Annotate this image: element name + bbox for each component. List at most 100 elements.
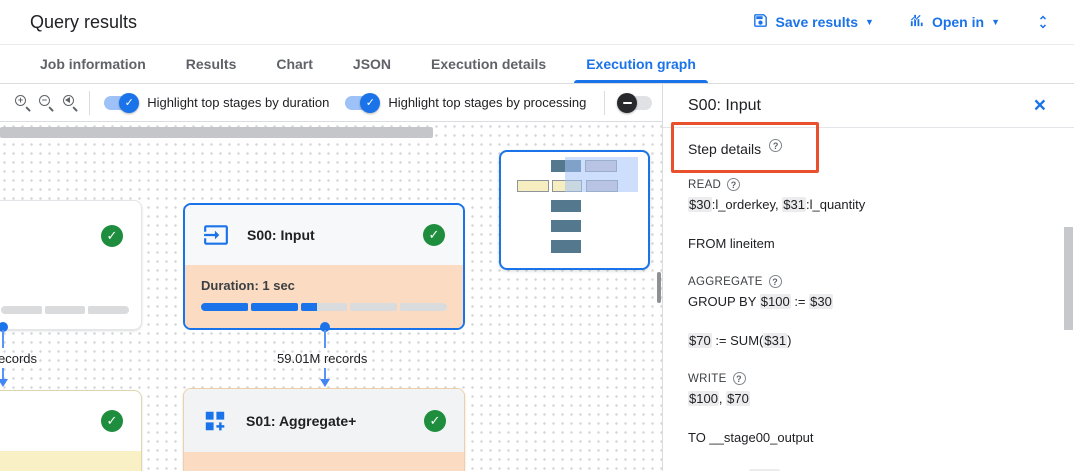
main-content: + − ✓ Highlight top stages by duration ✓… xyxy=(0,84,1074,471)
vertical-scrollbar-thumb[interactable] xyxy=(657,272,661,303)
step-detail-line: $70 := SUM($31) xyxy=(688,333,792,348)
step-detail-line: GROUP BY $100 := $30 xyxy=(688,294,833,309)
page-title: Query results xyxy=(30,11,138,32)
edge-arrowhead-icon xyxy=(320,379,330,387)
edge-dot xyxy=(0,322,8,332)
step-detail-section: $70 := SUM($31) xyxy=(688,333,1049,349)
duration-label: Duration: 1 sec xyxy=(201,278,295,293)
toolbar-divider xyxy=(604,90,606,115)
check-circle-icon: ✓ xyxy=(101,225,123,247)
input-stage-icon xyxy=(203,222,229,248)
processing-section xyxy=(0,451,141,471)
indeterminate-toggle[interactable] xyxy=(617,92,654,113)
highlight-duration-label: Highlight top stages by duration xyxy=(147,95,330,110)
duration-section xyxy=(184,452,464,471)
edge-line xyxy=(2,330,4,348)
duration-bar xyxy=(1,306,130,314)
app-header: Query results Save results ▼ Open in ▼ xyxy=(0,0,1074,45)
tab-execution-graph[interactable]: Execution graph xyxy=(566,45,716,83)
section-label: AGGREGATE? xyxy=(688,275,1049,288)
open-in-label: Open in xyxy=(931,14,985,30)
dropdown-caret-icon: ▼ xyxy=(865,16,874,27)
check-circle-icon: ✓ xyxy=(423,224,445,246)
edge-line xyxy=(324,368,326,379)
check-circle-icon: ✓ xyxy=(424,409,446,432)
zoom-out-icon[interactable]: − xyxy=(38,94,50,111)
highlight-processing-toggle[interactable]: ✓ xyxy=(343,92,381,113)
toolbar-divider xyxy=(89,90,91,115)
step-details-heading: Step details ? xyxy=(688,139,1049,157)
horizontal-scrollbar-thumb[interactable] xyxy=(0,127,433,138)
highlight-processing-label: Highlight top stages by processing xyxy=(388,95,587,110)
help-icon[interactable]: ? xyxy=(768,275,782,288)
graph-toolbar: + − ✓ Highlight top stages by duration ✓… xyxy=(0,84,662,122)
dropdown-caret-icon: ▼ xyxy=(991,16,1000,27)
save-icon xyxy=(752,12,769,32)
step-detail-section: BY HASH($100) xyxy=(688,469,1049,471)
collapse-expand-button[interactable] xyxy=(1034,13,1052,31)
step-detail-section: AGGREGATE? GROUP BY $100 := $30 xyxy=(688,275,1049,310)
step-detail-line: $30:l_orderkey, $31:l_quantity xyxy=(688,197,866,212)
minimap-stage-rect xyxy=(551,220,581,232)
stage-details-panel: S00: Input × Step details ? READ? $30:l_o… xyxy=(662,84,1074,471)
step-detail-section: WRITE? $100, $70 xyxy=(688,372,1049,407)
step-detail-line: $100, $70 xyxy=(688,391,750,406)
edge-records-label: 59.01M records xyxy=(277,351,368,366)
help-icon[interactable]: ? xyxy=(769,139,783,152)
stage-card-partial-bottom-left[interactable]: ✓ xyxy=(0,390,142,471)
stage-card-s01[interactable]: S01: Aggregate+ ✓ xyxy=(183,388,465,471)
section-label: WRITE? xyxy=(688,372,1049,385)
tab-chart[interactable]: Chart xyxy=(276,56,313,72)
edge-line xyxy=(324,330,326,348)
open-in-button[interactable]: Open in ▼ xyxy=(908,12,1000,32)
graph-canvas[interactable]: ✓ S00: Input ✓ Duration: 1 sec xyxy=(0,122,662,471)
tab-job-information[interactable]: Job information xyxy=(40,56,146,72)
minimap-stage-rect xyxy=(551,200,581,212)
tab-json[interactable]: JSON xyxy=(352,56,392,72)
section-label: READ? xyxy=(688,178,1049,191)
highlight-duration-toggle[interactable]: ✓ xyxy=(102,92,140,113)
minimap-stage-rect xyxy=(517,180,549,192)
stage-card-partial-left[interactable]: ✓ xyxy=(0,200,142,330)
minimap-stage-rect xyxy=(551,240,581,253)
execution-graph-pane: + − ✓ Highlight top stages by duration ✓… xyxy=(0,84,662,471)
check-circle-icon: ✓ xyxy=(101,410,123,432)
tab-execution-details[interactable]: Execution details xyxy=(431,56,547,72)
step-detail-line: FROM lineitem xyxy=(688,236,775,251)
analytics-icon xyxy=(908,12,925,32)
step-detail-line: BY HASH($100) xyxy=(688,469,1049,471)
step-details-label: Step details xyxy=(688,141,762,157)
zoom-reset-icon[interactable] xyxy=(62,94,74,111)
step-detail-section: READ? $30:l_orderkey, $31:l_quantity xyxy=(688,178,1049,213)
save-results-label: Save results xyxy=(775,14,859,30)
save-results-button[interactable]: Save results ▼ xyxy=(752,12,874,32)
panel-title: S00: Input xyxy=(688,96,761,114)
close-icon[interactable]: × xyxy=(1033,94,1046,117)
unfold-icon xyxy=(1034,13,1052,31)
stage-card-s00[interactable]: S00: Input ✓ Duration: 1 sec xyxy=(183,203,465,330)
aggregate-stage-icon xyxy=(202,408,228,434)
help-icon[interactable]: ? xyxy=(732,372,746,385)
edge-arrowhead-icon xyxy=(0,379,8,387)
step-detail-section: TO __stage00_output xyxy=(688,430,1049,446)
header-actions: Save results ▼ Open in ▼ xyxy=(752,12,1052,32)
duration-section: Duration: 1 sec xyxy=(185,265,463,328)
minimap-viewport[interactable] xyxy=(565,157,638,192)
edge-records-label-fragment: ecords xyxy=(0,351,38,366)
duration-bar xyxy=(201,303,447,311)
edge-dot xyxy=(320,322,330,332)
stage-title: S00: Input xyxy=(247,227,315,243)
help-icon[interactable]: ? xyxy=(727,178,741,191)
zoom-in-icon[interactable]: + xyxy=(14,94,26,111)
tab-results[interactable]: Results xyxy=(185,56,237,72)
panel-scrollbar-thumb[interactable] xyxy=(1064,227,1073,330)
edge-line xyxy=(2,368,4,379)
step-detail-line: TO __stage00_output xyxy=(688,430,814,445)
step-detail-section: FROM lineitem xyxy=(688,236,1049,252)
results-tab-bar: Job information Results Chart JSON Execution… xyxy=(0,45,1074,84)
panel-header: S00: Input × xyxy=(663,84,1074,128)
graph-minimap[interactable] xyxy=(499,150,650,270)
panel-body: Step details ? READ? $30:l_orderkey, $31:… xyxy=(663,128,1074,471)
